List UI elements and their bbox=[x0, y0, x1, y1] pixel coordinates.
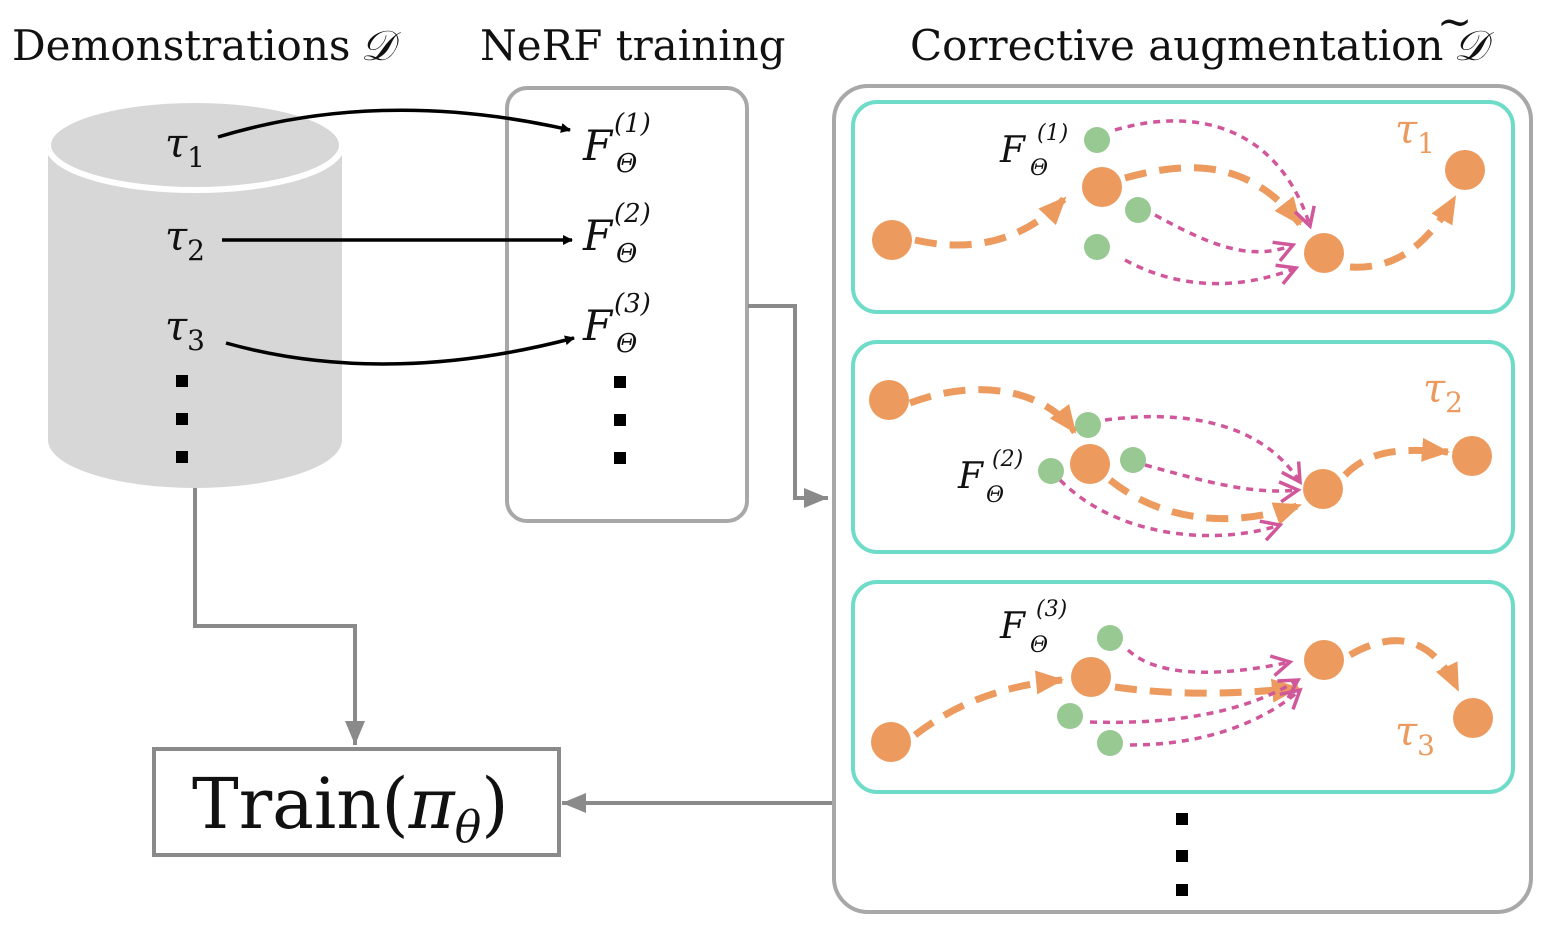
panel-1-correction-3 bbox=[1124, 258, 1300, 286]
panel-1-traj-seg2 bbox=[1124, 164, 1303, 227]
panel-3-nerf-sample bbox=[1097, 730, 1123, 756]
svg-text:F: F bbox=[999, 606, 1027, 647]
panel-1-correction-2 bbox=[1154, 213, 1297, 263]
svg-text:(3): (3) bbox=[614, 289, 651, 319]
nerf-item-2: F (2) Θ bbox=[582, 199, 651, 269]
svg-text:(3): (3) bbox=[1036, 597, 1067, 622]
panel-2: F (2) Θ τ2 bbox=[851, 340, 1515, 554]
svg-text:(2): (2) bbox=[992, 447, 1023, 472]
svg-text:Θ: Θ bbox=[1030, 156, 1048, 181]
arrow-nerf-to-corrective bbox=[748, 304, 828, 508]
panel-1-traj-seg3 bbox=[1349, 195, 1459, 271]
panel-3-node bbox=[1071, 657, 1111, 697]
corrective-box bbox=[832, 84, 1533, 914]
tilde-accent: ~ bbox=[1437, 0, 1472, 46]
panel-3-node bbox=[1304, 640, 1344, 680]
panel-2-node bbox=[1452, 436, 1492, 476]
arrow-tau1-to-nerf1 bbox=[217, 108, 571, 139]
panel-1-node bbox=[1304, 233, 1344, 273]
panel-3-correction-3 bbox=[1129, 687, 1303, 747]
panel-1-nerf-sample bbox=[1125, 197, 1151, 223]
svg-text:Θ: Θ bbox=[616, 239, 637, 269]
panel-3: F (3) Θ τ3 bbox=[851, 580, 1515, 794]
panel-1-correction-1 bbox=[1114, 119, 1316, 230]
svg-text:(2): (2) bbox=[614, 199, 651, 229]
panel-3-node bbox=[1453, 698, 1493, 738]
panel-2-correction-3 bbox=[1058, 478, 1284, 542]
svg-text:Θ: Θ bbox=[616, 329, 637, 359]
arrow-database-to-train bbox=[193, 488, 365, 745]
panel-2-node bbox=[869, 380, 909, 420]
panel-2-node bbox=[1070, 444, 1110, 484]
nerf-training-box bbox=[505, 86, 749, 523]
corrective-ellipsis bbox=[1176, 813, 1188, 896]
panel-1-node bbox=[1082, 167, 1122, 207]
train-box bbox=[152, 747, 561, 857]
panel-1-traj-label: τ1 bbox=[1395, 107, 1435, 160]
panel-2-correction-1 bbox=[1104, 414, 1302, 486]
panel-1-nerf-sample bbox=[1084, 127, 1110, 153]
panel-3-traj-seg1 bbox=[912, 670, 1064, 738]
panel-2-nerf-sample bbox=[1038, 458, 1064, 484]
panel-2-traj-seg1 bbox=[908, 386, 1078, 435]
panel-1-frame bbox=[851, 100, 1515, 314]
panel-1: F (1) Θ τ1 bbox=[851, 100, 1515, 314]
panel-3-correction-1 bbox=[1126, 648, 1294, 677]
svg-text:(1): (1) bbox=[614, 109, 651, 139]
panel-2-nerf-sample bbox=[1120, 447, 1146, 473]
panel-2-correction-2 bbox=[1144, 463, 1302, 504]
panel-1-node bbox=[1445, 150, 1485, 190]
svg-text:F: F bbox=[582, 211, 614, 260]
db-item-tau3: τ3 bbox=[165, 304, 205, 357]
svg-text:Θ: Θ bbox=[1030, 633, 1048, 658]
svg-text:(1): (1) bbox=[1037, 121, 1068, 146]
panel-3-nerf-sample bbox=[1097, 625, 1123, 651]
panel-3-traj-seg2 bbox=[1114, 678, 1300, 703]
db-item-tau2: τ2 bbox=[165, 214, 205, 267]
nerf-ellipsis bbox=[614, 376, 626, 464]
arrow-tau3-to-nerf3 bbox=[225, 335, 575, 366]
svg-text:F: F bbox=[957, 456, 985, 497]
panel-3-traj-seg3 bbox=[1348, 637, 1462, 692]
panel-2-traj-seg3 bbox=[1342, 437, 1450, 478]
svg-text:F: F bbox=[582, 121, 614, 170]
panel-2-node bbox=[1303, 469, 1343, 509]
panel-2-nerf-sample bbox=[1075, 412, 1101, 438]
nerf-item-3: F (3) Θ bbox=[582, 289, 651, 359]
db-ellipsis bbox=[176, 375, 188, 463]
panel-3-node bbox=[871, 722, 911, 762]
panel-1-nerf-label: F (1) Θ bbox=[999, 121, 1068, 181]
panel-3-correction-2 bbox=[1089, 678, 1302, 725]
panel-1-traj-seg1 bbox=[914, 195, 1068, 249]
panel-2-nerf-label: F (2) Θ bbox=[957, 447, 1023, 508]
svg-text:Θ: Θ bbox=[986, 483, 1004, 508]
svg-text:F: F bbox=[582, 301, 614, 350]
panel-2-traj-label: τ2 bbox=[1423, 366, 1463, 419]
nerf-item-1: F (1) Θ bbox=[582, 109, 651, 179]
panel-3-frame bbox=[851, 580, 1515, 794]
db-item-tau1: τ1 bbox=[165, 121, 205, 174]
panel-1-nerf-sample bbox=[1084, 234, 1110, 260]
svg-text:F: F bbox=[999, 130, 1027, 171]
panel-3-nerf-label: F (3) Θ bbox=[999, 597, 1067, 658]
svg-text:Θ: Θ bbox=[616, 149, 637, 179]
panel-1-node bbox=[872, 220, 912, 260]
panel-2-traj-seg2 bbox=[1107, 477, 1302, 526]
panel-3-traj-label: τ3 bbox=[1395, 709, 1435, 762]
header-nerf-training: NeRF training bbox=[480, 21, 786, 70]
panel-2-frame bbox=[851, 340, 1515, 554]
train-label: Train(πθ) bbox=[192, 763, 509, 853]
panel-3-nerf-sample bbox=[1057, 703, 1083, 729]
